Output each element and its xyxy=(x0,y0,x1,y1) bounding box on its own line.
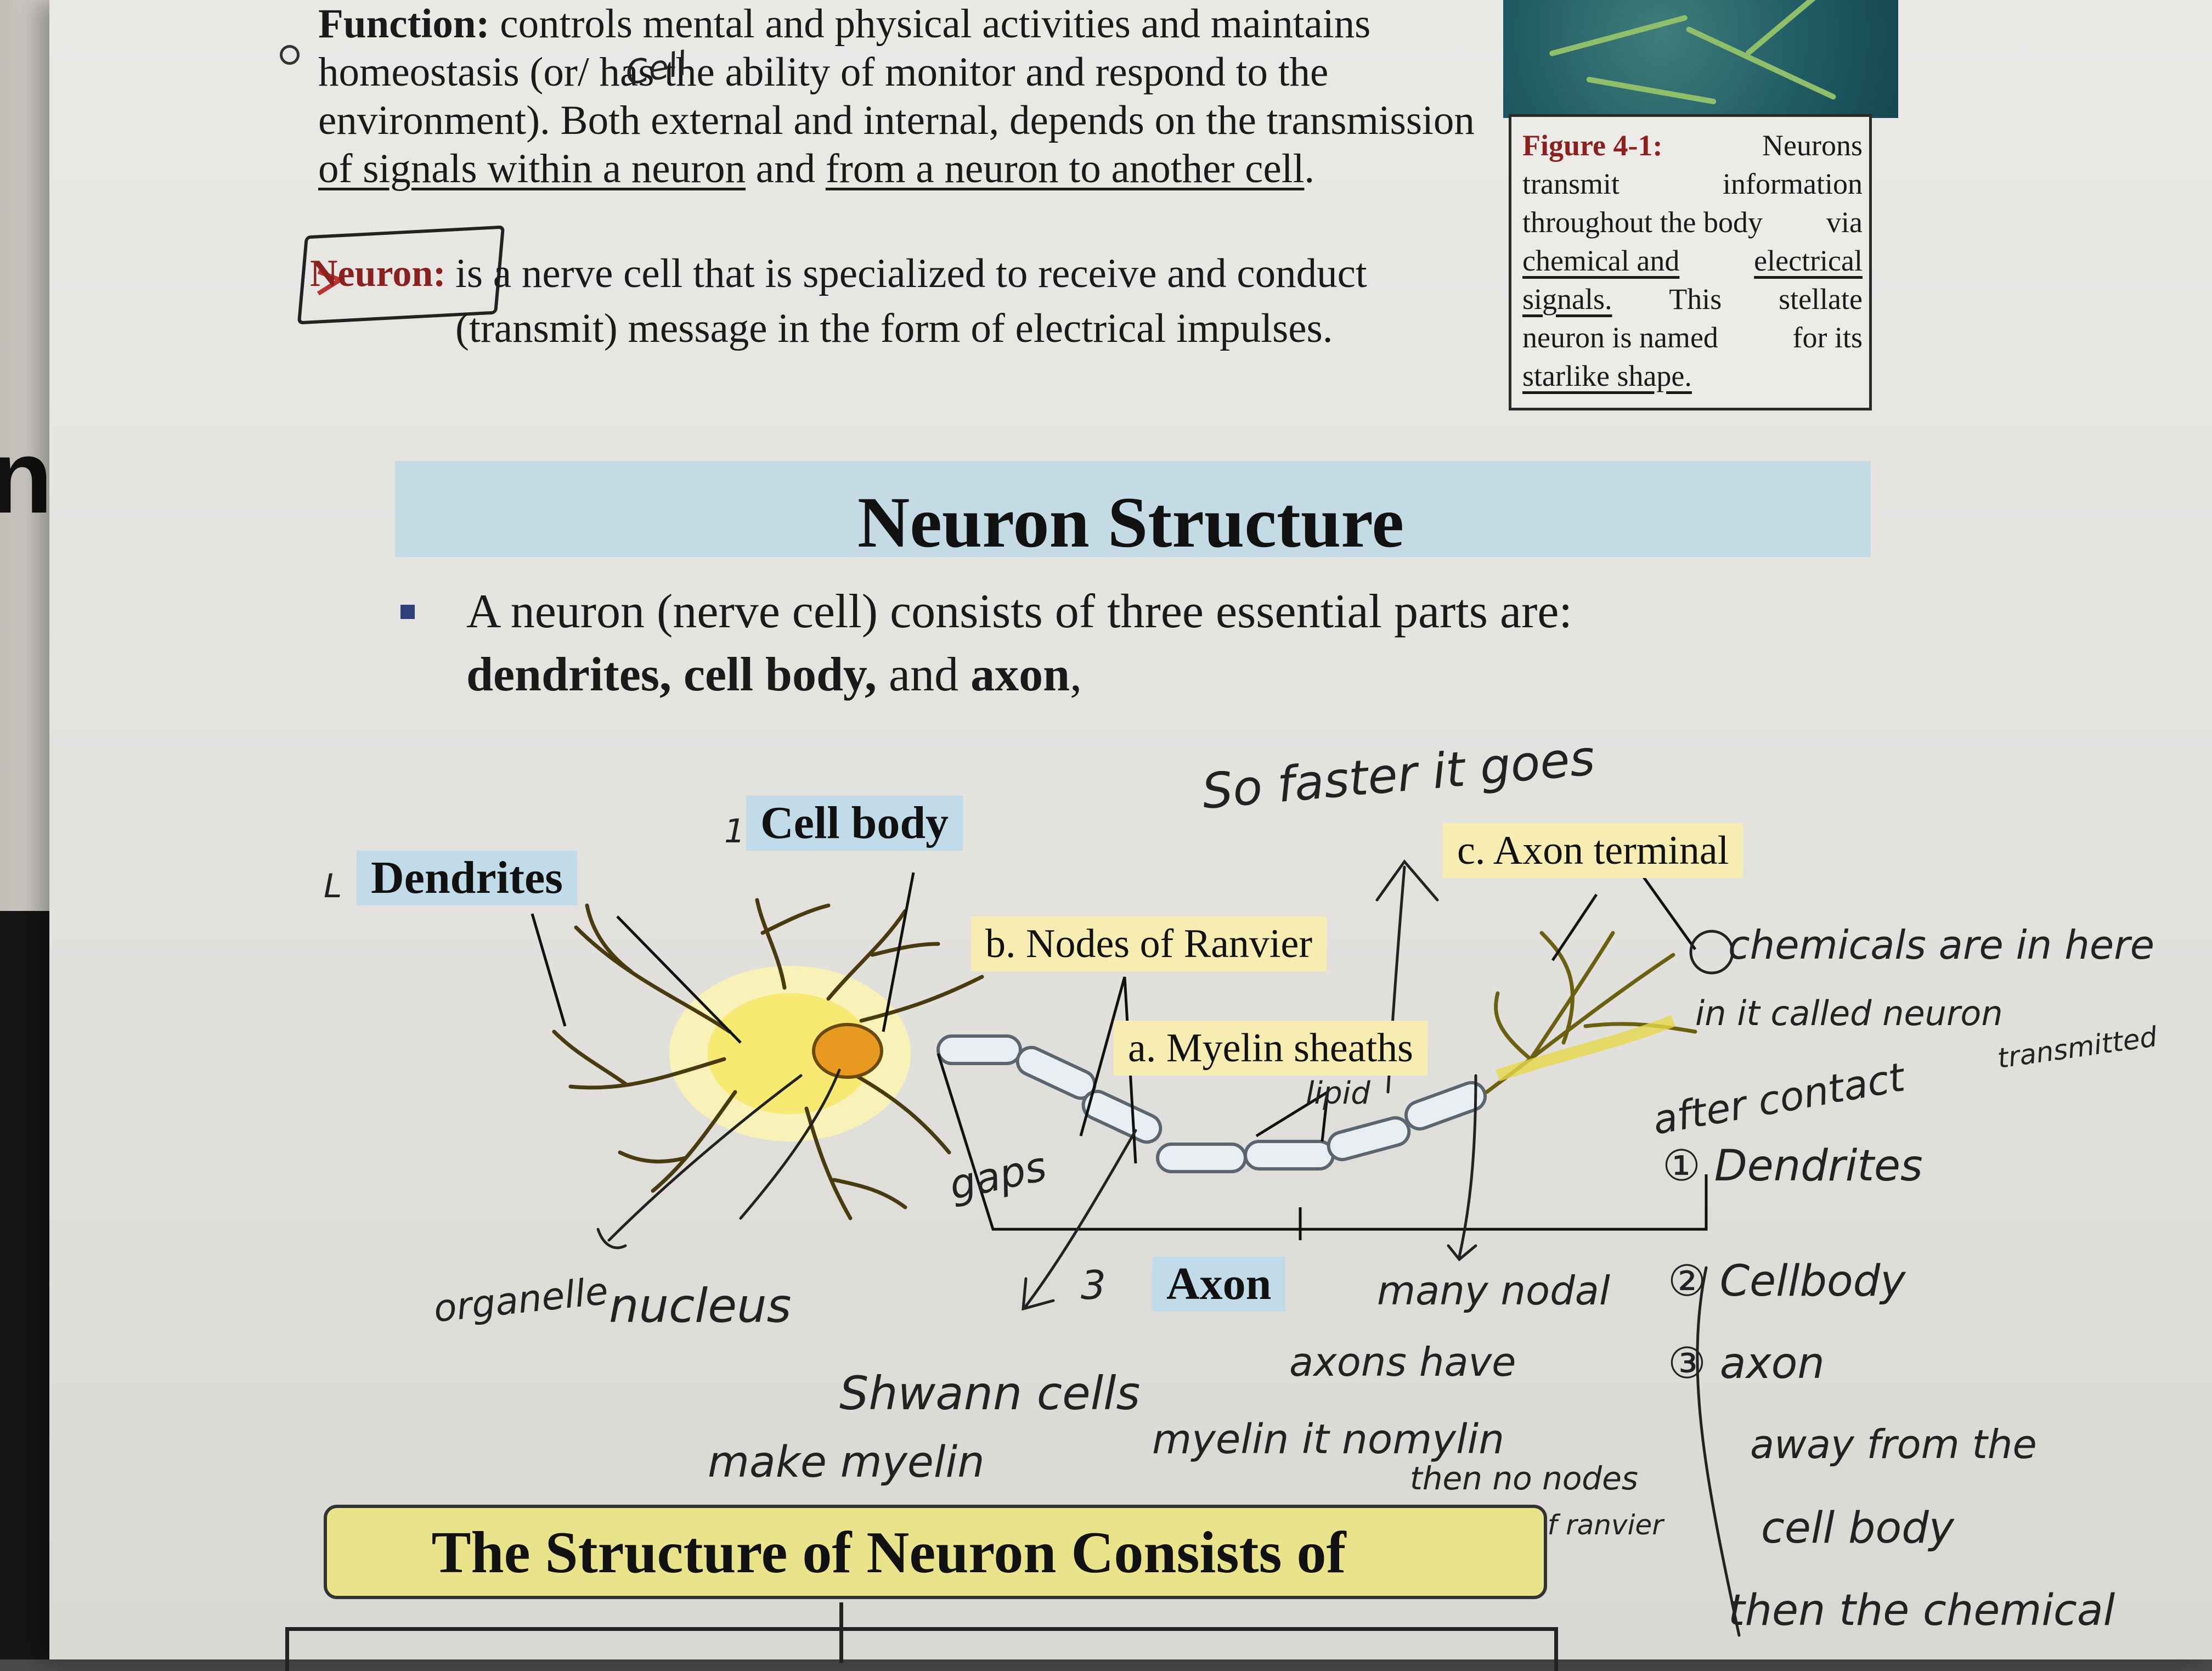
textbook-page: Function: controls mental and physical a… xyxy=(49,0,2212,1671)
label-cell-body: Cell body xyxy=(746,796,963,851)
function-line-2: homeostasis (or/ has the ability of moni… xyxy=(318,49,1329,95)
hw-chemicals: chemicals are in here xyxy=(1728,922,2155,968)
function-label: Function: xyxy=(318,1,490,47)
function-line-3: environment). Both external and internal… xyxy=(318,98,1475,143)
bottom-heading-box xyxy=(324,1505,1547,1599)
hw-no-nodes: then no nodes xyxy=(1410,1460,1639,1497)
neuron-def-line-2: (transmit) message in the form of electr… xyxy=(455,306,1333,351)
label-axon: Axon xyxy=(1152,1257,1286,1312)
section-bullet-line-2: dendrites, cell body, and axon, xyxy=(466,648,1082,701)
hw-of-ranvier: of ranvier xyxy=(1531,1509,1663,1541)
circle-bullet-icon xyxy=(280,45,300,65)
caption-line-1: Figure 4-1:Neurons xyxy=(1522,129,1863,162)
hw-cell-body: cell body xyxy=(1761,1504,1954,1553)
hw-list-cellbody: ② Cellbody xyxy=(1668,1257,1906,1306)
section-title: Neuron Structure xyxy=(857,482,1404,562)
caption-line-7: starlike shape. xyxy=(1522,359,1692,392)
table-outline xyxy=(285,1627,1558,1671)
label-axon-terminal: c. Axon terminal xyxy=(1443,823,1743,878)
table-divider xyxy=(839,1602,843,1663)
left-page-edge: n xyxy=(0,0,71,1659)
hw-nucleus: nucleus xyxy=(609,1279,792,1334)
label-dendrites: Dendrites xyxy=(357,851,577,905)
function-line-1: Function: controls mental and physical a… xyxy=(318,1,1371,47)
hw-schwann: Shwann cells xyxy=(839,1366,1141,1420)
hw-list-axon: ③ axon xyxy=(1668,1339,1825,1388)
hw-three: 3 xyxy=(1081,1262,1106,1308)
hw-then-chemical: then the chemical xyxy=(1728,1586,2115,1635)
neuron-def-line-1: is a nerve cell that is specialized to r… xyxy=(455,251,1367,296)
hw-axons-have: axons have xyxy=(1289,1339,1516,1385)
label-nodes-of-ranvier: b. Nodes of Ranvier xyxy=(971,916,1327,971)
neuron-diagram xyxy=(531,859,1741,1637)
neuron-label: Neuron: xyxy=(310,252,446,295)
section-bullet-line-1: A neuron (nerve cell) consists of three … xyxy=(466,585,1572,638)
hw-list-dendrites: ① Dendrites xyxy=(1662,1141,1923,1191)
hw-many-nodal: many nodal xyxy=(1377,1268,1610,1314)
hw-away-from: away from the xyxy=(1750,1421,2037,1467)
hw-myelin-nomylin: myelin it nomylin xyxy=(1152,1416,1505,1463)
hw-make-myelin: make myelin xyxy=(708,1438,985,1487)
function-line-4: of signals within a neuron and from a ne… xyxy=(318,146,1315,192)
hw-lipid: lipid xyxy=(1306,1076,1370,1111)
arrow-bullet-icon xyxy=(317,269,345,296)
label-myelin-sheaths: a. Myelin sheaths xyxy=(1114,1021,1427,1076)
figure-photo xyxy=(1503,0,1898,118)
hw-l: L xyxy=(324,867,342,905)
section-title-band xyxy=(395,461,1871,557)
square-bullet-icon xyxy=(400,605,415,619)
hw-one: 1 xyxy=(724,812,746,851)
left-page-letter: n xyxy=(0,419,53,535)
bottom-heading: The Structure of Neuron Consists of xyxy=(431,1520,1346,1585)
hw-called-neuron: in it called neuron xyxy=(1695,993,2003,1033)
